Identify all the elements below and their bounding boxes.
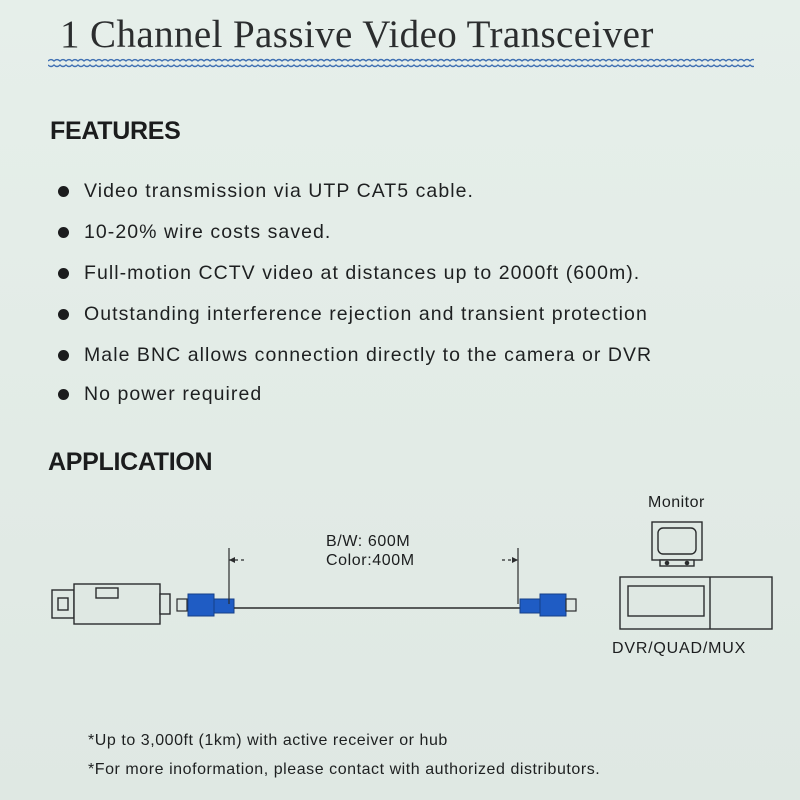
bw-distance-label: B/W: 600M [326,533,411,550]
bullet-icon [58,388,69,400]
features-heading: FEATURES [50,117,181,145]
monitor-label: Monitor [648,494,705,511]
feature-item: Video transmission via UTP CAT5 cable. [58,171,793,212]
feature-text: 10-20% wire costs saved. [84,221,332,243]
feature-text: Male BNC allows connection directly to t… [84,344,653,366]
feature-list: Video transmission via UTP CAT5 cable. 1… [58,171,793,412]
dvr-icon [619,576,773,630]
feature-item: No power required [58,376,793,412]
feature-item: Full-motion CCTV video at distances up t… [58,253,793,294]
feature-text: Video transmission via UTP CAT5 cable. [84,180,474,202]
application-heading: APPLICATION [48,448,213,476]
color-distance-label: Color:400M [326,552,415,569]
footnote: *For more inoformation, please contact w… [88,761,601,778]
monitor-icon [651,521,703,567]
transceiver-icon [519,593,577,617]
feature-text: No power required [84,382,263,405]
dvr-quad-mux-label: DVR/QUAD/MUX [612,640,747,657]
feature-item: Male BNC allows connection directly to t… [58,335,793,376]
title-wavy-rule [48,58,754,68]
application-diagram: B/W: 600M Color:400M Monitor DVR/QUAD/MU… [0,480,800,670]
transceiver-icon [176,593,235,617]
feature-item: 10-20% wire costs saved. [58,212,793,253]
footnote: *Up to 3,000ft (1km) with active receive… [88,732,448,749]
distance-dimension-marker [228,548,519,604]
camera-icon [51,583,171,625]
bullet-icon [58,186,69,197]
feature-text: Outstanding interference rejection and t… [84,303,648,325]
feature-item: Outstanding interference rejection and t… [58,294,793,335]
application-diagram-svg [51,521,773,630]
footnotes: *Up to 3,000ft (1km) with active receive… [88,726,788,784]
bullet-icon [58,268,69,279]
bullet-icon [58,227,69,238]
feature-text: Full-motion CCTV video at distances up t… [84,262,641,284]
bullet-icon [58,309,69,320]
bullet-icon [58,350,69,361]
page-title: 1 Channel Passive Video Transceiver [60,13,654,56]
